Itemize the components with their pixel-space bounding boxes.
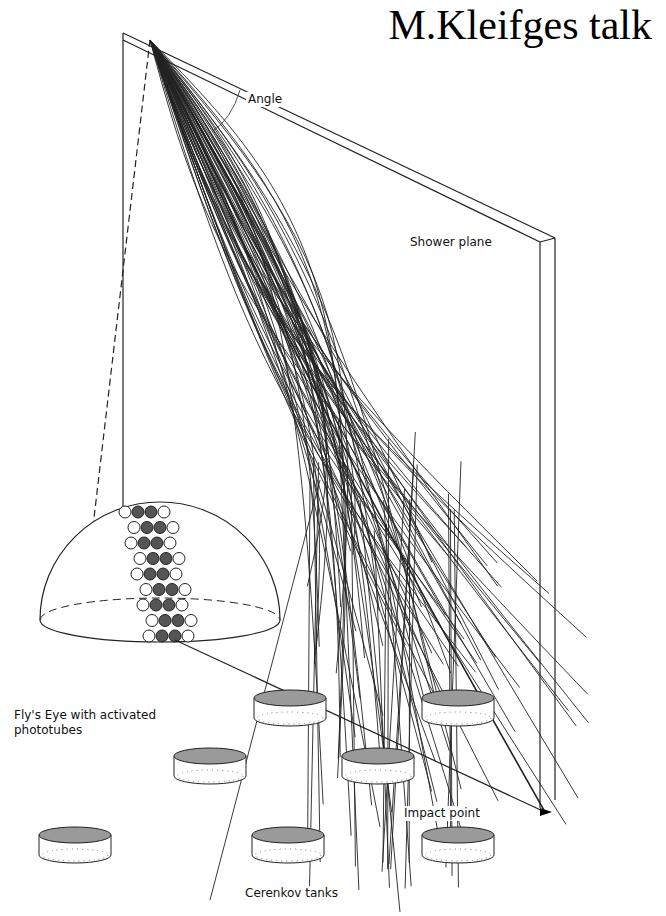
drawing xyxy=(39,33,588,912)
impact-label: Impact point xyxy=(402,806,482,821)
slide-title: M.Kleifges talk xyxy=(388,2,652,48)
angle-label: Angle xyxy=(246,92,284,107)
cerenkov-tank xyxy=(422,690,494,726)
cerenkov-tank xyxy=(174,748,246,784)
detector-label: Fly's Eye with activated phototubes xyxy=(12,708,186,738)
cerenkov-tank xyxy=(39,827,111,863)
ground-line xyxy=(175,640,545,812)
cerenkov-tank xyxy=(342,748,414,784)
plane-label: Shower plane xyxy=(408,235,494,250)
shower-tracks xyxy=(150,40,588,912)
sight-line xyxy=(92,40,150,535)
flys-eye-dome xyxy=(40,502,280,642)
impact-arrow xyxy=(540,808,552,816)
cerenkov-tank xyxy=(422,827,494,863)
cerenkov-tank xyxy=(252,827,324,863)
tank-label: Cerenkov tanks xyxy=(243,886,340,901)
cerenkov-tank xyxy=(254,690,326,726)
